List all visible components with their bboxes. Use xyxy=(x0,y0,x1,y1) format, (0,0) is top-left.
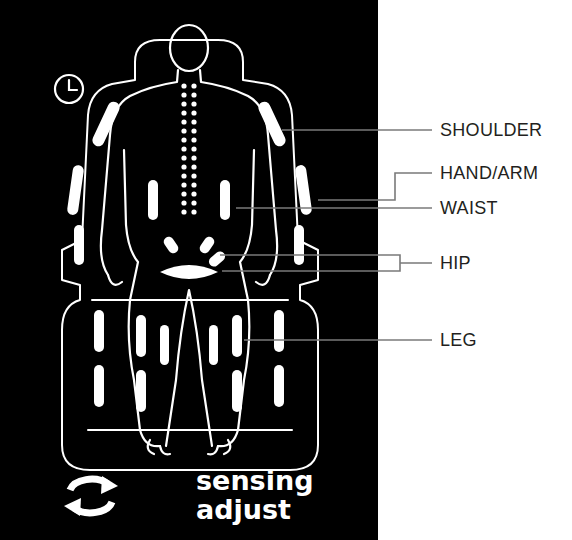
roller-dot xyxy=(181,128,186,133)
timer-icon xyxy=(55,75,83,103)
roller-dot xyxy=(181,110,186,115)
roller-dot xyxy=(181,155,186,160)
roller-dot xyxy=(181,182,186,187)
roller-dot xyxy=(191,110,196,115)
roller-dot xyxy=(181,83,186,88)
roller-dot xyxy=(191,119,196,124)
roller-dot xyxy=(191,155,196,160)
roller-dot xyxy=(181,173,186,178)
roller-dot xyxy=(191,209,196,214)
roller-dot xyxy=(181,209,186,214)
roller-dot xyxy=(181,191,186,196)
roller-dot xyxy=(191,146,196,151)
roller-dot xyxy=(181,101,186,106)
part-label: LEG xyxy=(440,330,477,351)
roller-dot xyxy=(181,137,186,142)
part-label: WAIST xyxy=(440,198,498,219)
leader-lines xyxy=(220,130,432,340)
roller-dot xyxy=(191,137,196,142)
roller-dot xyxy=(191,173,196,178)
part-label: HIP xyxy=(440,253,471,274)
roller-dot xyxy=(191,128,196,133)
mode-label: sensing adjust xyxy=(196,466,346,524)
roller-dot xyxy=(191,200,196,205)
roller-dot xyxy=(191,164,196,169)
body-silhouette xyxy=(101,25,277,454)
roller-dot xyxy=(181,92,186,97)
roller-dot xyxy=(191,101,196,106)
roller-dot xyxy=(191,92,196,97)
roller-dot xyxy=(181,164,186,169)
part-label: HAND/ARM xyxy=(440,163,538,184)
roller-dot xyxy=(181,200,186,205)
roller-dot xyxy=(191,182,196,187)
massage-pads xyxy=(67,100,313,412)
spine-rollers xyxy=(181,83,196,214)
roller-dot xyxy=(191,191,196,196)
roller-dot xyxy=(181,146,186,151)
part-label: SHOULDER xyxy=(440,120,542,141)
sensing-adjust-icon xyxy=(64,476,118,516)
roller-dot xyxy=(191,83,196,88)
panel-background xyxy=(0,0,378,540)
roller-dot xyxy=(181,119,186,124)
